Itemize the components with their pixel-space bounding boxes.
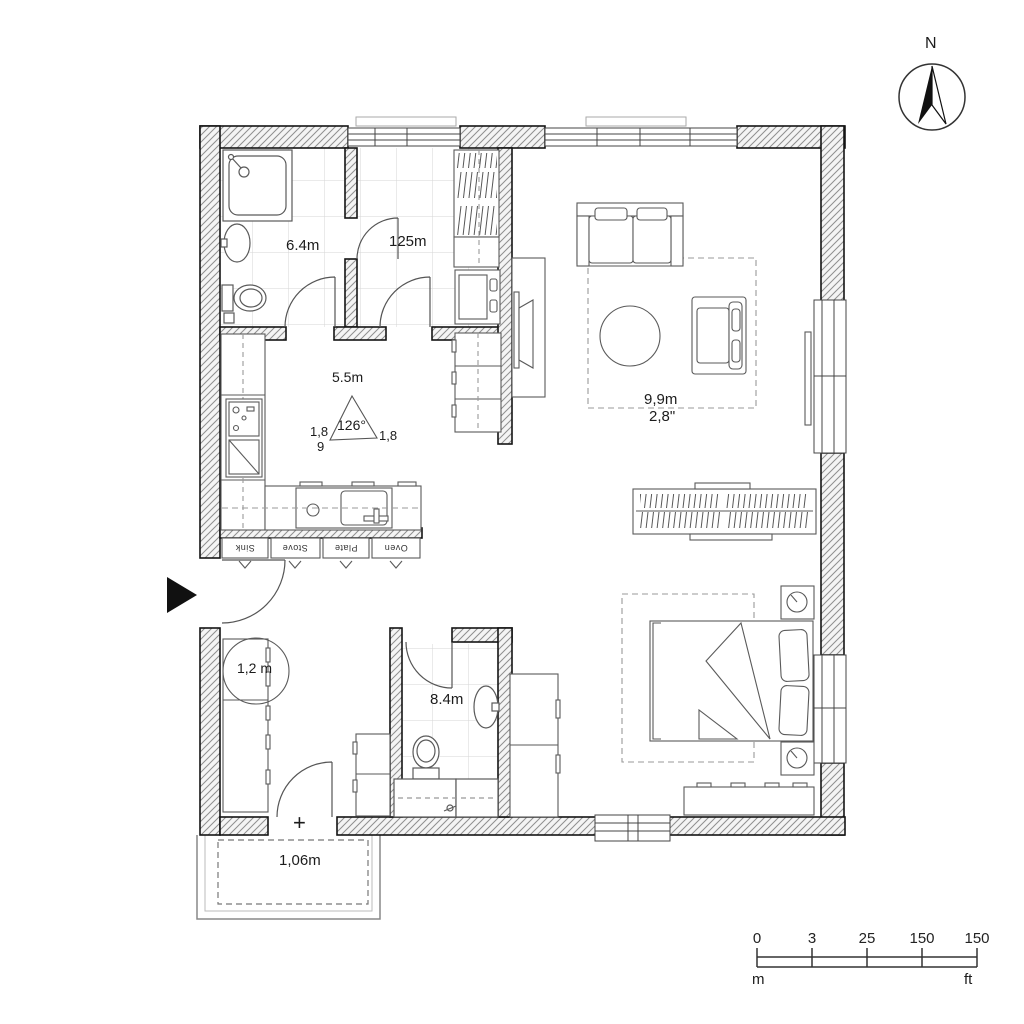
scale-bar	[756, 948, 978, 968]
wardrobe-bedroom-icon	[509, 673, 561, 818]
wall-right-2	[820, 452, 845, 656]
pillow-icon	[778, 685, 810, 736]
hall-furniture	[222, 637, 391, 817]
hall-wardrobe-icon	[222, 638, 271, 813]
doors	[221, 217, 453, 818]
compass-north-label: N	[925, 35, 937, 52]
window-top-2	[544, 127, 738, 147]
window-right-bedroom	[813, 654, 847, 764]
scale-tick-4: 150	[964, 930, 990, 947]
hanging-closet-icon	[453, 149, 500, 268]
wall-bottom-1	[219, 816, 269, 836]
compass-icon	[898, 63, 966, 131]
tv-unit-icon	[511, 257, 546, 398]
door-entry	[221, 559, 286, 624]
balcony-plus-mark: +	[293, 810, 306, 835]
blanket-corner	[698, 708, 739, 740]
living-dim-label: 9,9m	[644, 391, 678, 408]
walls	[199, 125, 846, 836]
cabinet-label-2: Stove	[282, 543, 308, 553]
toilet2-icon	[412, 735, 440, 780]
entry-arrow-icon	[167, 577, 197, 613]
window-top-1	[347, 127, 461, 147]
triangle-left-dim2: 9	[317, 439, 325, 454]
armchair-icon	[691, 296, 747, 375]
scale-unit-m: m	[752, 971, 765, 988]
door-bathroom2	[405, 641, 453, 689]
triangle-right-dim: 1,8	[379, 428, 398, 443]
scale-tick-1: 3	[807, 930, 817, 947]
hall-cabinet-icon	[352, 733, 391, 817]
living-dim-label-2: 2,8"	[649, 408, 676, 425]
bathroom2-area-label: 8.4m	[430, 691, 464, 708]
wall-bath1-utility-a	[344, 147, 358, 219]
kitchen-units	[220, 332, 502, 569]
turning-circle	[222, 637, 290, 705]
coffee-table-icon	[599, 305, 661, 367]
utility-area-label: 125m	[389, 233, 427, 250]
vanity-icon	[393, 778, 499, 818]
triangle-angle: 126°	[337, 417, 366, 433]
window-right-living	[813, 299, 847, 454]
bathroom2-fixtures	[393, 685, 500, 818]
bed-icon	[649, 620, 814, 742]
hall-radius-label: 1,2 m	[237, 660, 273, 676]
door-kitchen	[379, 276, 431, 328]
wall-right-1	[820, 125, 845, 303]
triangle-left-dim: 1,8	[310, 424, 329, 439]
living-room-furniture	[511, 202, 817, 541]
triangle-top-dim: 5.5m	[332, 369, 364, 385]
kitchen-tall-cabinet	[451, 332, 502, 433]
window-ledges	[355, 116, 687, 127]
utility-fixtures	[453, 149, 501, 325]
cabinet-label-1: Sink	[235, 543, 255, 553]
sink2-icon	[473, 685, 500, 729]
sink-icon	[220, 223, 251, 263]
wall-left-2	[199, 627, 221, 836]
dresser-icon	[683, 782, 815, 816]
bedroom-furniture	[509, 585, 815, 818]
kitchen-cabinet-row	[221, 537, 421, 569]
bathroom1-fixtures	[220, 149, 293, 324]
toilet-icon	[221, 284, 267, 324]
wall-top-1	[199, 125, 349, 149]
kitchen-counter-bottom	[264, 481, 422, 531]
balcony	[196, 835, 381, 920]
windows	[347, 127, 847, 842]
cabinet-label-3: Plate	[334, 543, 358, 553]
cabinet-label-4: Oven	[384, 543, 408, 553]
wall-bottom-2	[336, 816, 598, 836]
curtain-rail	[804, 331, 812, 426]
pillow-icon	[778, 629, 810, 682]
scale-unit-ft: ft	[964, 971, 973, 988]
wardrobe-long-icon	[632, 482, 817, 541]
blanket-fold	[705, 621, 771, 740]
cooktop-icon	[225, 398, 263, 478]
door-bathroom1	[284, 276, 336, 328]
wall-top-2	[459, 125, 546, 149]
scale-tick-2: 25	[858, 930, 876, 947]
bathroom1-area-label: 6.4m	[286, 237, 320, 254]
scale-tick-3: 150	[909, 930, 935, 947]
nightstand-lamp-bottom	[780, 741, 815, 776]
shower-icon	[222, 149, 293, 222]
door-utility	[356, 217, 399, 260]
wall-left-1	[199, 125, 221, 559]
balcony-width-label: 1,06m	[279, 852, 321, 869]
nightstand-lamp-top	[780, 585, 815, 620]
washing-machine-icon	[454, 269, 501, 325]
window-bottom	[594, 814, 671, 842]
door-balcony	[276, 761, 333, 818]
sofa-icon	[576, 202, 684, 267]
wall-bath1-utility-b	[344, 258, 358, 328]
wall-mid-stub	[333, 326, 387, 341]
scale-tick-0: 0	[752, 930, 762, 947]
wall-bottom-3	[667, 816, 846, 836]
